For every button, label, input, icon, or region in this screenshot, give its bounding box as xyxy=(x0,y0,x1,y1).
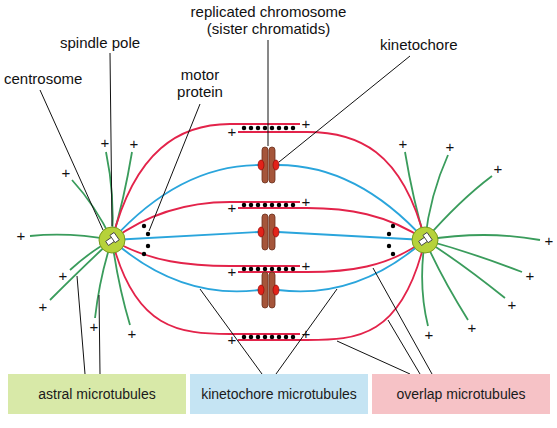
callout-label: centrosome xyxy=(4,70,104,87)
plus-end-sign: + xyxy=(87,319,101,335)
box-text: overlap microtubules xyxy=(396,386,525,402)
plus-end-sign: + xyxy=(127,136,141,152)
astral-microtubule xyxy=(425,240,468,320)
plus-end-sign: + xyxy=(225,200,239,216)
leader-lines xyxy=(40,40,432,374)
leader-line xyxy=(99,295,100,374)
motor-protein xyxy=(146,244,150,248)
category-box: kinetochore microtubules xyxy=(190,374,368,414)
plus-end-sign: + xyxy=(396,136,410,152)
motor-protein xyxy=(142,252,146,256)
plus-end-sign: + xyxy=(299,326,313,342)
motor-proteins xyxy=(244,128,296,337)
plus-end-sign: + xyxy=(14,228,28,244)
kinetochore-microtubule xyxy=(112,165,259,240)
kinetochore-microtubules xyxy=(112,165,425,291)
category-box: astral microtubules xyxy=(8,374,186,414)
motor-protein xyxy=(391,252,395,256)
plus-end-sign: + xyxy=(422,327,436,343)
kinetochore-microtubule xyxy=(112,232,259,240)
astral-microtubule xyxy=(425,240,522,272)
plus-end-sign: + xyxy=(505,297,519,313)
leader-line xyxy=(337,341,410,374)
centriole xyxy=(110,232,119,242)
leader-line xyxy=(77,276,85,374)
category-box: overlap microtubules xyxy=(372,374,550,414)
plus-end-sign: + xyxy=(225,124,239,140)
centriole-pair xyxy=(104,232,119,246)
motor-protein-row xyxy=(244,203,296,208)
kinetochores xyxy=(258,160,279,295)
plus-end-sign: + xyxy=(98,135,112,151)
plus-end-sign: + xyxy=(299,258,313,274)
centriole xyxy=(423,232,432,242)
leader-line xyxy=(388,320,420,374)
leader-line xyxy=(268,40,269,146)
astral-microtubule xyxy=(425,176,492,240)
kinetochore-microtubule xyxy=(278,165,425,240)
plus-end-sign: + xyxy=(299,116,313,132)
motor-protein-row xyxy=(244,267,296,272)
kinetochore-microtubule xyxy=(278,232,425,240)
chromosomes xyxy=(262,147,275,308)
kinetochore-dot xyxy=(258,285,264,295)
plus-end-sign: + xyxy=(56,268,70,284)
motor-protein-row xyxy=(244,126,296,131)
motor-protein xyxy=(146,232,150,236)
kinetochore-microtubule xyxy=(278,240,425,291)
leader-line xyxy=(276,289,337,374)
box-text: kinetochore microtubules xyxy=(201,386,357,402)
centrosome-left xyxy=(99,227,125,253)
plus-end-sign: + xyxy=(491,161,505,177)
plus-end-sign: + xyxy=(523,268,537,284)
plus-end-sign: + xyxy=(36,299,50,315)
leader-line xyxy=(200,289,262,374)
leader-line xyxy=(373,268,432,374)
plus-end-sign: + xyxy=(59,165,73,181)
plus-end-sign: + xyxy=(225,332,239,348)
astral-microtubule xyxy=(425,240,505,298)
overlap-microtubules xyxy=(112,124,425,340)
callout-label: spindle pole xyxy=(60,34,170,51)
callout-label: kinetochore xyxy=(380,36,490,53)
leader-line xyxy=(149,104,200,231)
centrosome-body xyxy=(412,227,438,253)
kinetochore-dot xyxy=(273,160,279,170)
motor-protein xyxy=(387,232,391,236)
kinetochore-microtubule xyxy=(112,240,259,291)
overlap-microtubule xyxy=(112,240,300,334)
kinetochore-dot xyxy=(273,285,279,295)
callout-label: motor protein xyxy=(165,66,235,100)
astral-microtubules xyxy=(30,152,540,326)
overlap-microtubule xyxy=(238,240,425,340)
centrosome-right xyxy=(412,227,438,253)
pole-motor-proteins xyxy=(142,224,395,256)
kinetochore-dot xyxy=(258,227,264,237)
callout-label: replicated chromosome (sister chromatids… xyxy=(181,3,356,37)
plus-end-sign: + xyxy=(542,233,556,249)
kinetochore-dot xyxy=(273,227,279,237)
plus-end-sign: + xyxy=(465,320,479,336)
centriole-pair xyxy=(417,232,432,246)
leader-line xyxy=(40,90,103,230)
kinetochore-dot xyxy=(258,160,264,170)
leader-line xyxy=(279,56,410,162)
centrosome-body xyxy=(99,227,125,253)
plus-end-sign: + xyxy=(125,326,139,342)
plus-end-sign: + xyxy=(299,194,313,210)
motor-protein xyxy=(391,224,395,228)
motor-protein xyxy=(142,224,146,228)
plus-end-sign: + xyxy=(443,139,457,155)
motor-protein xyxy=(387,244,391,248)
box-text: astral microtubules xyxy=(38,386,156,402)
motor-protein-row xyxy=(244,335,296,340)
leader-line xyxy=(110,53,112,226)
plus-end-sign: + xyxy=(225,264,239,280)
astral-microtubule xyxy=(425,235,540,240)
